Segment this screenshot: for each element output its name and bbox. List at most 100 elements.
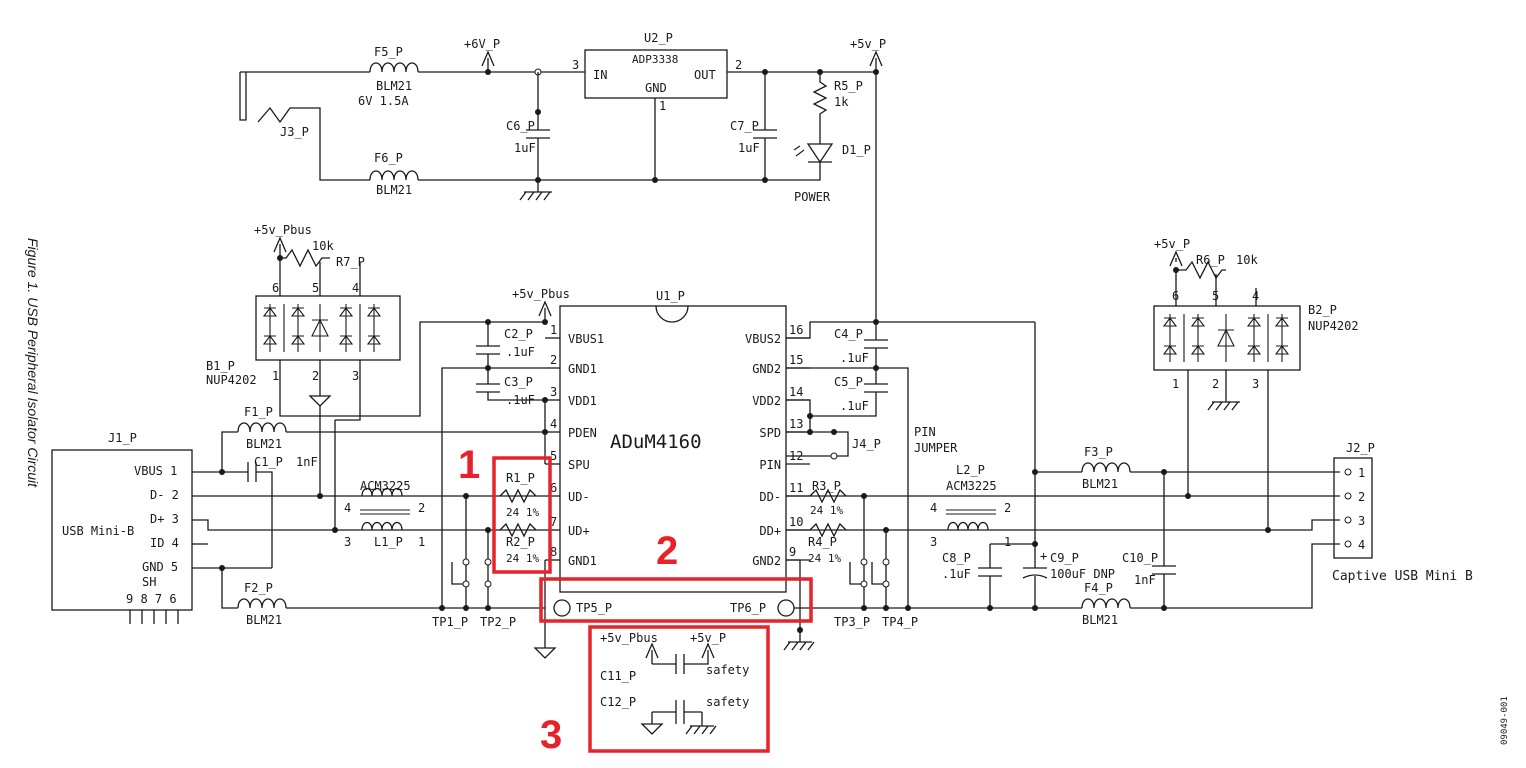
- left-rail-label: +5v_Pbus: [512, 287, 570, 301]
- r7-label: R7_P: [336, 255, 365, 269]
- u1-notch: [655, 305, 689, 323]
- c9-capacitor: [1022, 544, 1048, 608]
- c5-capacitor: [786, 368, 888, 417]
- b2-pin-5: 5: [1212, 289, 1219, 303]
- tp3-top: [860, 558, 868, 566]
- c6-value: 1uF: [514, 141, 536, 155]
- u2-pin-out: 2: [735, 58, 742, 72]
- j1-pin-4: ID 4: [150, 536, 179, 550]
- j2-pin-2: 2: [1358, 490, 1365, 504]
- tp2-top: [484, 558, 492, 566]
- j4-label: J4_P: [852, 437, 881, 451]
- j3-jack-body: [239, 72, 247, 121]
- f3-label: F3_P: [1084, 445, 1113, 459]
- d1-led: [765, 143, 834, 181]
- annotation-number-1: 1: [458, 443, 480, 487]
- f5-rating: 6V 1.5A: [358, 94, 409, 108]
- b2-name: B2_P: [1308, 303, 1337, 317]
- b1-pin1-wire: [279, 321, 545, 417]
- tp4-bottom: [882, 580, 890, 588]
- junction-tp-c: [485, 605, 491, 611]
- annotation-number-2: 2: [656, 529, 678, 573]
- u1-right-pin-number: 10: [789, 515, 803, 529]
- b1-diodes: [262, 304, 382, 352]
- l1-pin-1: 1: [418, 535, 425, 549]
- b1-rail-label: +5v_Pbus: [254, 223, 312, 237]
- r1-value: 24 1%: [506, 506, 539, 519]
- c12-label: C12_P: [600, 695, 636, 709]
- u2-pin-gnd: 1: [659, 99, 666, 113]
- u1-left-pin-name: UD+: [568, 524, 590, 538]
- junction-c10-gnd: [1161, 605, 1167, 611]
- u1-left-pin-number: 1: [550, 323, 557, 337]
- f4-ferrite: [1081, 598, 1131, 609]
- wire-gnd-j1: [192, 567, 238, 609]
- b1-pin-3: 3: [352, 369, 359, 383]
- c1-label: C1_P: [254, 455, 283, 469]
- r4-value: 24 1%: [808, 552, 841, 565]
- u1-body: [559, 305, 787, 593]
- u1-right-pin-number: 14: [789, 385, 803, 399]
- r2-value: 24 1%: [506, 552, 539, 565]
- c4-capacitor: [864, 322, 888, 368]
- u1-right-pin-name: DD-: [759, 490, 781, 504]
- f1-label: F1_P: [244, 405, 273, 419]
- b2-pin-6: 6: [1172, 289, 1179, 303]
- b2-ground: [1207, 370, 1240, 411]
- safety-rail-b: +5v_P: [690, 631, 726, 645]
- c1-capacitor: [222, 462, 273, 568]
- c5-value: .1uF: [840, 399, 869, 413]
- junction-u2-gnd: [652, 177, 658, 183]
- r5-label: R5_P: [834, 79, 863, 93]
- f4-label: F4_P: [1084, 581, 1113, 595]
- r1-label: R1_P: [506, 471, 535, 485]
- j4-pin-2: [830, 452, 838, 460]
- c4-value: .1uF: [840, 351, 869, 365]
- tp6-label: TP6_P: [730, 601, 766, 615]
- f1-ferrite: [237, 422, 287, 433]
- u1-left-pin-number: 8: [550, 545, 557, 559]
- rail-6v-label: +6V_P: [464, 37, 500, 51]
- c6-capacitor: [526, 72, 550, 180]
- b1-pin-5: 5: [312, 281, 319, 295]
- c7-capacitor: [753, 72, 777, 180]
- c8-capacitor: [978, 544, 1002, 608]
- junction-gnd2-bottom: [797, 627, 803, 633]
- b1-section: +5v_Pbus 10k R7_P 6 5 4 1 2 3 B1_P NUP: [206, 223, 545, 421]
- c2-value: .1uF: [506, 345, 535, 359]
- c10-label: C10_P: [1122, 551, 1158, 565]
- power-section: J3_P F5_P BLM21 6V 1.5A +6V_P F6_P BLM21…: [239, 31, 886, 322]
- wire-gnd1-left: [441, 367, 545, 608]
- c9-value: 100uF DNP: [1050, 567, 1115, 581]
- tp-wires: [451, 562, 489, 608]
- u1-right-pin-name: GND2: [752, 362, 781, 376]
- j1-pin-5: GND 5: [142, 560, 178, 574]
- u1-part: ADuM4160: [610, 431, 702, 453]
- u1-label: U1_P: [656, 289, 685, 303]
- r7-resistor: [279, 248, 330, 268]
- j2-label: J2_P: [1346, 441, 1375, 455]
- junction-vbus1: [542, 319, 548, 325]
- c8-value: .1uF: [942, 567, 971, 581]
- u1-left-pin-name: GND1: [568, 362, 597, 376]
- junction-tp-b: [463, 605, 469, 611]
- left-passives: F1_P BLM21 C1_P 1nF ACM3225 4 2 3 1 L1_P…: [192, 287, 570, 659]
- u1-left-pin-name: GND1: [568, 554, 597, 568]
- b1-top-leads: [279, 258, 361, 296]
- r5-value: 1k: [834, 95, 849, 109]
- b1-body: [255, 295, 401, 361]
- tp4-top: [882, 558, 890, 566]
- u1-left-pin-number: 4: [550, 417, 557, 431]
- j2-pin-4: 4: [1358, 538, 1365, 552]
- annotation-box-1: [492, 456, 552, 574]
- j1-sh: SH: [142, 575, 156, 589]
- j1-label: J1_P: [108, 431, 137, 445]
- tp4-label: TP4_P: [882, 615, 918, 629]
- l1-core: [360, 509, 410, 515]
- u2-in: IN: [593, 68, 607, 82]
- b1-name: B1_P: [206, 359, 235, 373]
- c5-label: C5_P: [834, 375, 863, 389]
- j4-jumper: [786, 431, 849, 457]
- tp3-4-leads: [863, 496, 887, 560]
